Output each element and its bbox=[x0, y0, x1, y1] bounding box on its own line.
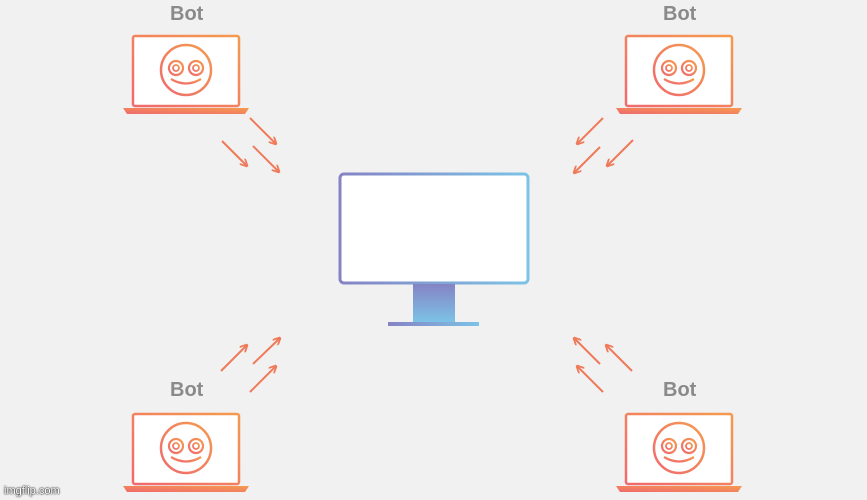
arrow-icon bbox=[249, 366, 276, 393]
arrow-icon bbox=[606, 345, 633, 372]
bot-laptop-icon-top-left bbox=[121, 34, 251, 116]
arrow-icon bbox=[574, 338, 601, 365]
arrow-icon bbox=[249, 117, 276, 144]
bot-label-bottom-left: Bot bbox=[170, 379, 204, 401]
arrow-icon bbox=[577, 366, 604, 393]
arrow-icon bbox=[574, 146, 601, 173]
arrow-icon bbox=[221, 140, 247, 166]
bot-laptop-icon-bottom-left bbox=[121, 412, 251, 494]
arrows-bottom-left bbox=[220, 338, 280, 393]
bot-label-bottom-right: Bot bbox=[663, 379, 697, 401]
arrows-bottom-right bbox=[574, 338, 633, 393]
arrows-top-left bbox=[221, 117, 279, 172]
bot-laptop-icon-top-right bbox=[614, 34, 744, 116]
arrows-top-right bbox=[574, 117, 634, 173]
monitor-icon bbox=[338, 172, 530, 326]
arrow-icon bbox=[577, 117, 604, 144]
arrow-icon bbox=[220, 345, 247, 372]
arrow-icon bbox=[607, 139, 634, 166]
bot-label-top-right: Bot bbox=[663, 3, 697, 25]
watermark: imgflip.com bbox=[4, 485, 60, 497]
arrow-icon bbox=[252, 338, 280, 365]
arrow-icon bbox=[252, 145, 279, 172]
bot-laptop-icon-bottom-right bbox=[614, 412, 744, 494]
bot-label-top-left: Bot bbox=[170, 3, 204, 25]
